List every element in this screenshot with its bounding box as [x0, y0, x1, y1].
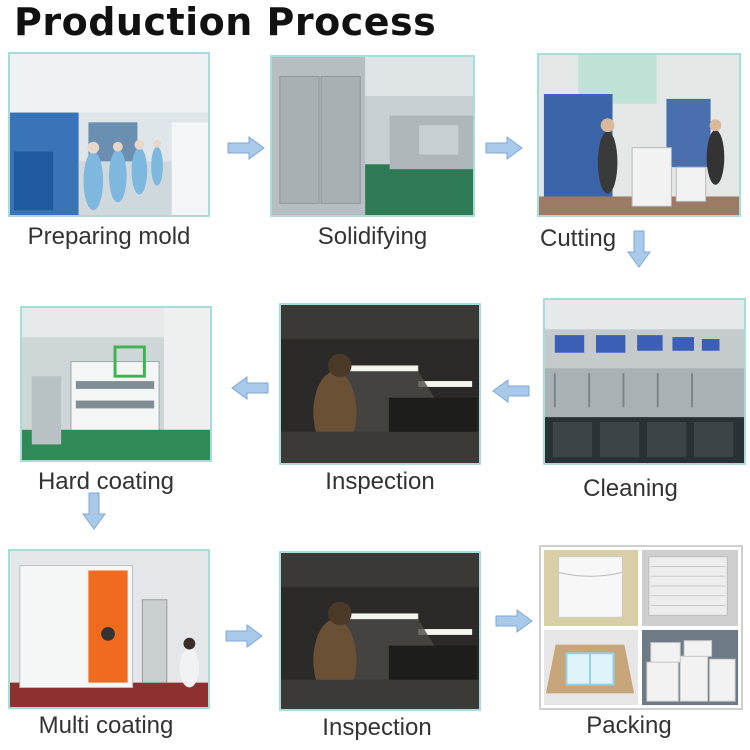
arrow-left-icon	[492, 379, 530, 403]
arrow-right-icon	[227, 136, 265, 160]
photo-inspection-2	[279, 551, 481, 711]
label-inspection-2: Inspection	[322, 714, 432, 741]
label-packing: Packing	[586, 712, 672, 739]
arrow-left-icon	[231, 376, 269, 400]
page-title: Production Process	[14, 0, 437, 44]
label-hard-coating: Hard coating	[37, 468, 175, 495]
arrow-right-icon	[485, 136, 523, 160]
photo-cutting	[537, 53, 741, 217]
photo-packing	[539, 545, 743, 710]
photo-multi-coating	[8, 549, 210, 709]
label-multi-coating: Multi coating	[38, 712, 174, 739]
photo-preparing-mold	[8, 52, 210, 217]
arrow-right-icon	[225, 624, 263, 648]
photo-hard-coating	[20, 306, 212, 462]
photo-solidifying	[270, 55, 475, 217]
arrow-down-icon	[627, 230, 651, 268]
photo-cleaning	[543, 298, 746, 465]
photo-inspection-1	[279, 303, 481, 465]
arrow-down-icon	[82, 492, 106, 530]
label-cutting: Cutting	[540, 225, 617, 252]
label-inspection-1: Inspection	[325, 468, 435, 495]
label-cleaning: Cleaning	[583, 475, 678, 502]
label-preparing-mold: Preparing mold	[27, 223, 191, 250]
label-solidifying: Solidifying	[317, 223, 428, 250]
arrow-right-icon	[495, 609, 533, 633]
